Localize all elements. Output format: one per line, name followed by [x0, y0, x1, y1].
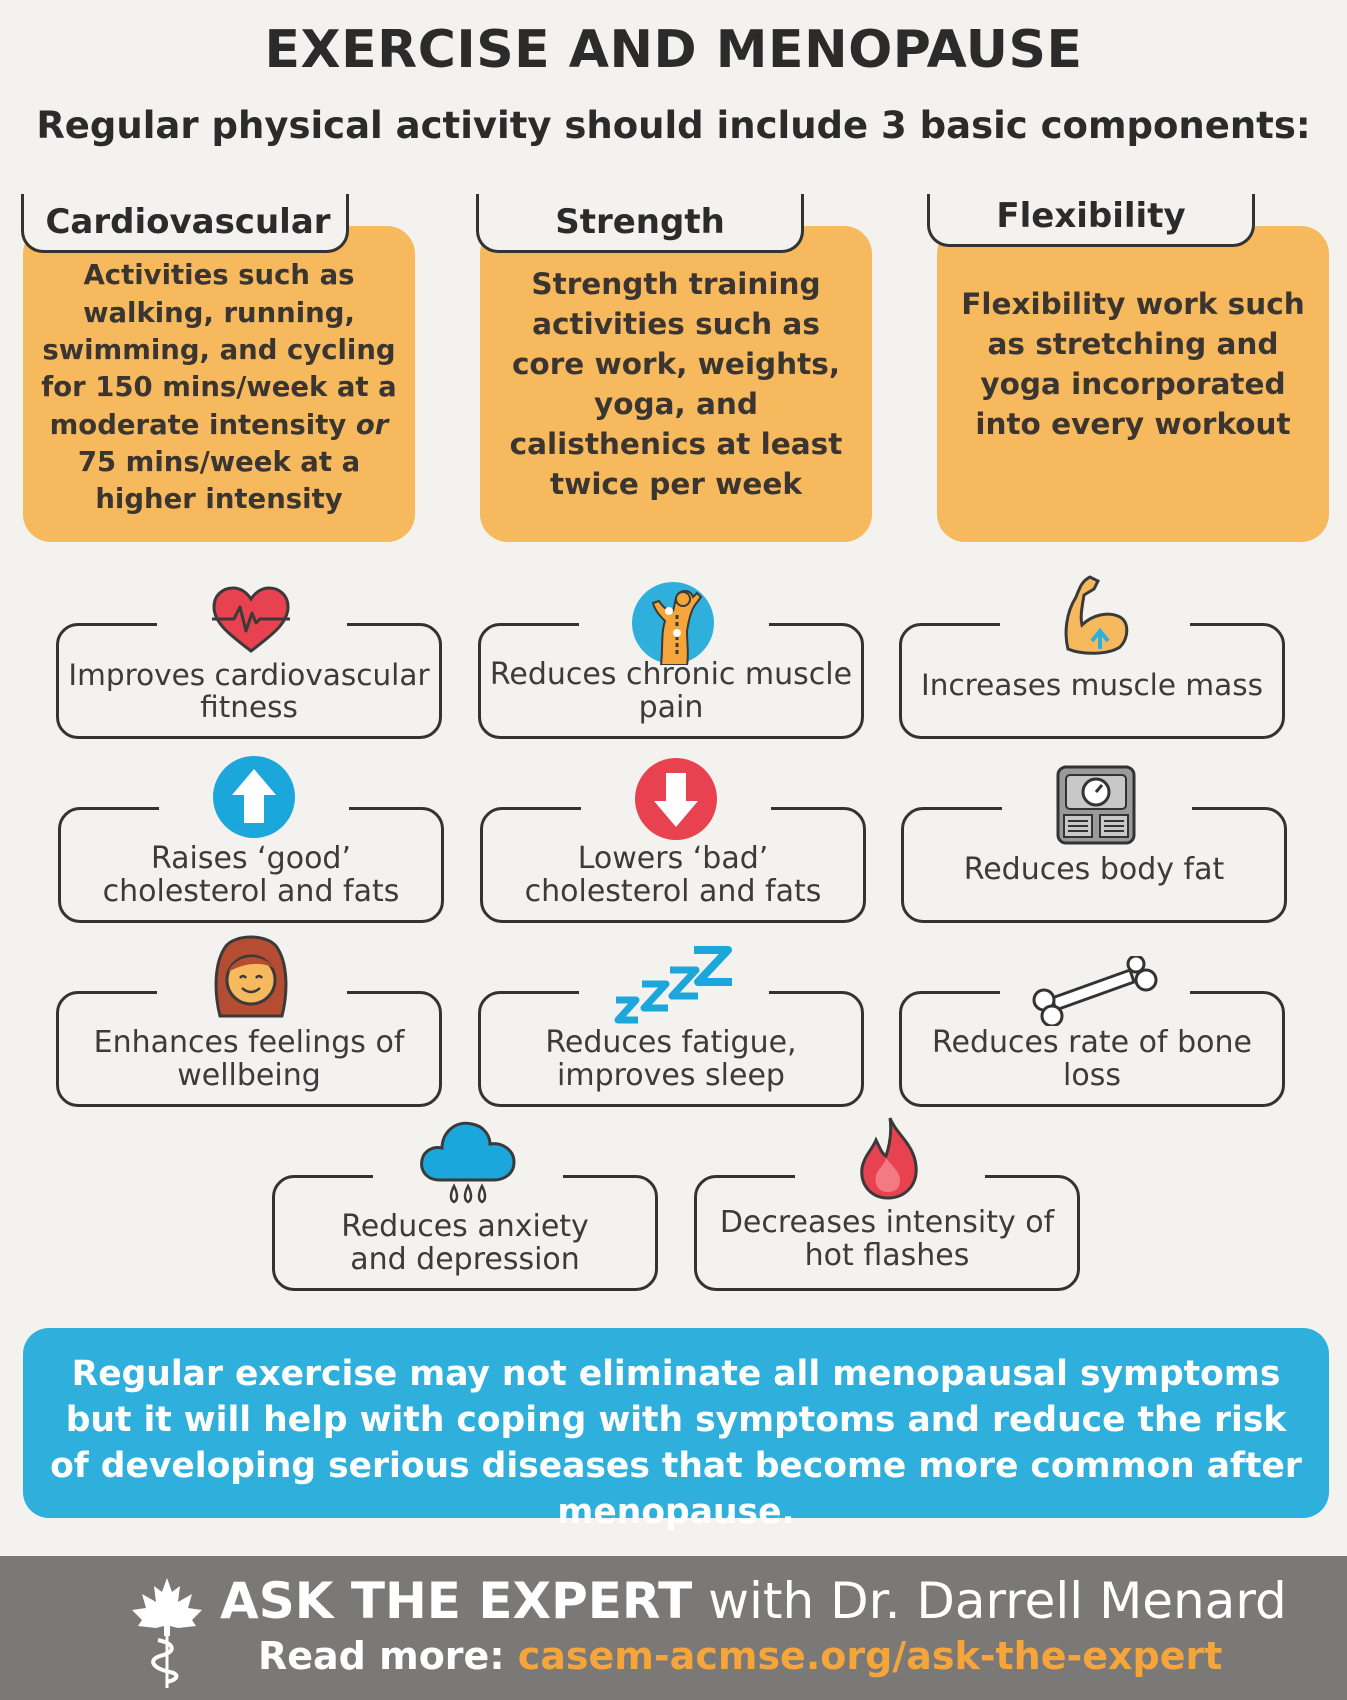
rain-cloud-icon — [420, 1121, 516, 1204]
benefit-label: Reduces body fat — [963, 851, 1225, 887]
strength-description: Strength training activities such as cor… — [509, 266, 843, 502]
cardiovascular-card: Activities such as walking, running, swi… — [23, 226, 415, 542]
maple-leaf-caduceus-logo — [132, 1578, 202, 1688]
summary-note: Regular exercise may not eliminate all m… — [23, 1328, 1329, 1532]
strength-tab: Strength — [476, 194, 804, 253]
flexibility-card: Flexibility work such as stretching and … — [937, 226, 1329, 542]
footer-read-more-label: Read more: — [258, 1634, 518, 1678]
bone-icon — [1032, 956, 1158, 1026]
zzz-sleep-icon — [614, 946, 732, 1024]
strength-card: Strength training activities such as cor… — [480, 226, 872, 542]
strength-tab-label: Strength — [555, 202, 725, 242]
benefit-label: Reduces anxiety and depression — [341, 1209, 589, 1277]
footer-url-link[interactable]: casem-acmse.org/ask-the-expert — [517, 1634, 1223, 1678]
cardiovascular-text-part-1: Activities such as walking, running, swi… — [41, 259, 397, 441]
scale-icon — [1056, 765, 1136, 845]
benefit-label: Reduces chronic muscle pain — [489, 657, 853, 725]
flame-icon — [860, 1117, 918, 1200]
benefit-label: Reduces fatigue, improves sleep — [545, 1025, 797, 1093]
cardiovascular-tab-label: Cardiovascular — [45, 202, 331, 242]
benefit-label: Enhances feelings of wellbeing — [93, 1025, 405, 1093]
benefit-label: Improves cardiovascular fitness — [68, 658, 430, 725]
benefit-label: Raises ‘good’ cholesterol and fats — [102, 841, 400, 909]
flexibility-tab: Flexibility — [927, 194, 1255, 247]
cardiovascular-text-part-2: 75 mins/week at a higher intensity — [77, 446, 361, 516]
benefit-label: Reduces rate of bone loss — [932, 1025, 1252, 1093]
cardiovascular-text-or: or — [355, 408, 389, 441]
cardiovascular-description: Activities such as walking, running, swi… — [39, 234, 399, 542]
heart-rate-icon — [212, 586, 290, 653]
summary-note-text: Regular exercise may not eliminate all m… — [50, 1354, 1302, 1532]
page-title: EXERCISE AND MENOPAUSE — [264, 20, 1083, 80]
footer-banner: ASK THE EXPERT with Dr. Darrell Menard R… — [0, 1556, 1347, 1700]
back-pain-icon — [632, 582, 714, 665]
cardiovascular-tab: Cardiovascular — [21, 194, 349, 253]
benefit-label: Lowers ‘bad’ cholesterol and fats — [524, 841, 822, 909]
footer-read-more: Read more: casem-acmse.org/ask-the-exper… — [258, 1634, 1222, 1678]
footer-byline: with Dr. Darrell Menard — [692, 1572, 1287, 1630]
footer-brand: ASK THE EXPERT — [220, 1572, 693, 1630]
up-arrow-icon — [213, 756, 295, 838]
page-subtitle: Regular physical activity should include… — [36, 104, 1311, 147]
flexibility-description: Flexibility work such as stretching and … — [961, 286, 1305, 442]
benefit-box-cardiovascular-fitness: Improves cardiovascular fitness — [56, 621, 442, 739]
benefit-label: Decreases intensity of hot flashes — [719, 1205, 1055, 1273]
down-arrow-icon — [635, 758, 717, 840]
flexibility-tab-label: Flexibility — [996, 196, 1186, 236]
footer-title: ASK THE EXPERT with Dr. Darrell Menard — [220, 1572, 1287, 1630]
benefit-label: Increases muscle mass — [921, 668, 1263, 703]
smiling-woman-icon — [214, 935, 288, 1018]
flexed-arm-icon — [1064, 575, 1129, 655]
